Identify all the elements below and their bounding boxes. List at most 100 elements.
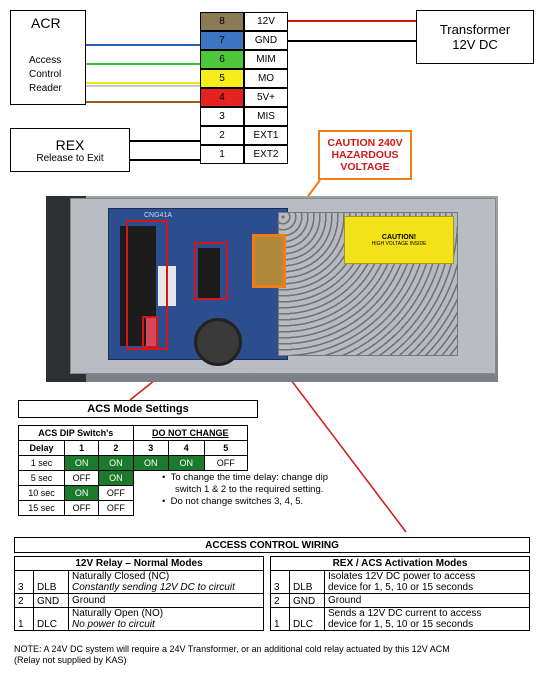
wiring-terminal-num: 3 (270, 570, 290, 594)
terminal-highlight-frame (126, 220, 168, 350)
acs-bullet2-text: Do not change switches 3, 4, 5. (170, 496, 304, 507)
terminal-label-6: MIM (244, 50, 288, 69)
wiring-desc-line1: Ground (72, 595, 106, 606)
acr-line3: Reader (29, 83, 62, 94)
dip-header-donotchange: DO NOT CHANGE (132, 425, 248, 441)
terminal-label-7: GND (244, 31, 288, 50)
wiring-terminal-code: DLC (33, 607, 69, 631)
terminal-number-5: 5 (200, 69, 244, 88)
wiring-desc-line1: Sends a 12V DC current to access (328, 608, 482, 619)
dip-cell: ON (168, 455, 205, 471)
dip-cell: ON (98, 470, 134, 486)
acs-bullets: • To change the time delay: change dip s… (162, 472, 382, 508)
wiring-description: Ground (68, 593, 264, 608)
dip-col-header: 2 (98, 440, 134, 456)
acr-line1: Access (29, 55, 62, 66)
photo-board-label: CNG41A (144, 212, 173, 219)
wiring-terminal-code: DLB (33, 570, 69, 594)
controller-photo: CNG41A CAUTION! HIGH VOLTAGE INSIDE (46, 196, 498, 382)
wiring-terminal-code: DLB (289, 570, 325, 594)
dip-highlight-frame (142, 316, 158, 348)
dip-cell: OFF (98, 500, 134, 516)
photo-caution-sticker: CAUTION! HIGH VOLTAGE INSIDE (344, 216, 454, 264)
dip-col-header: 3 (132, 440, 170, 456)
acr-title: ACR (31, 15, 61, 31)
terminal-number-3: 3 (200, 107, 244, 126)
dip-cell: 5 sec (18, 470, 65, 486)
dip-cell: OFF (203, 455, 249, 471)
acs-bullet1-cont: switch 1 & 2 to the required setting. (175, 484, 324, 495)
dip-cell: OFF (63, 470, 100, 486)
wiring-terminal-num: 2 (14, 593, 34, 608)
dip-col-header: 5 (203, 440, 249, 456)
wiring-desc-line2: No power to circuit (72, 619, 155, 630)
acs-bullet2: • Do not change switches 3, 4, 5. (162, 496, 304, 507)
photo-psu-terminal (252, 236, 284, 286)
wiring-desc-line2: Constantly sending 12V DC to circuit (72, 582, 235, 593)
terminal-label-1: EXT2 (244, 145, 288, 164)
caution-line1: CAUTION 240V (327, 137, 403, 149)
terminal-number-8: 8 (200, 12, 244, 31)
dip-cell: ON (98, 455, 134, 471)
dip-cell: 1 sec (18, 455, 65, 471)
terminal-label-3: MIS (244, 107, 288, 126)
dip-cell: OFF (98, 485, 134, 501)
transformer-line1: Transformer (439, 22, 511, 37)
wiring-terminal-code: GND (33, 593, 69, 608)
terminal-label-5: MO (244, 69, 288, 88)
terminal-label-2: EXT1 (244, 126, 288, 145)
acs-mode-title: ACS Mode Settings (18, 400, 258, 418)
wiring-terminal-code: DLC (289, 607, 325, 631)
transformer-box: Transformer 12V DC (416, 10, 534, 64)
dip-cell: ON (63, 455, 100, 471)
photo-sticker-title: CAUTION! (381, 233, 417, 241)
wiring-description: Naturally Open (NO)No power to circuit (68, 607, 264, 631)
acr-line2: Control (29, 69, 62, 80)
wiring-terminal-num: 1 (270, 607, 290, 631)
wiring-desc-line2: device for 1, 5, 10 or 15 seconds (328, 582, 474, 593)
dip-col-header: Delay (18, 440, 65, 456)
photo-relay-terminal (198, 248, 220, 298)
terminal-label-4: 5V+ (244, 88, 288, 107)
relay-highlight-frame (194, 242, 228, 300)
footnote-line1: NOTE: A 24V DC system will require a 24V… (14, 644, 450, 654)
wiring-desc-line1: Naturally Closed (NC) (72, 571, 170, 582)
acr-box: ACR Access Control Reader (10, 10, 86, 105)
wiring-desc-line1: Isolates 12V DC power to access (328, 571, 476, 582)
wiring-terminal-num: 1 (14, 607, 34, 631)
wire-mo-white (86, 85, 200, 87)
terminal-number-6: 6 (200, 50, 244, 69)
rex-box: REX Release to Exit (10, 128, 130, 172)
photo-dip-switch (146, 318, 156, 346)
dip-cell: ON (63, 485, 100, 501)
wiring-title-text: ACCESS CONTROL WIRING (205, 539, 339, 551)
wiring-terminal-num: 2 (270, 593, 290, 608)
terminal-number-1: 1 (200, 145, 244, 164)
dip-header-acs: ACS DIP Switch's (18, 425, 134, 441)
dip-col-header: 4 (168, 440, 205, 456)
wire-12v-red (288, 20, 416, 22)
wire-mim-green (86, 63, 200, 65)
rex-title: REX (55, 136, 85, 153)
dip-cell: 10 sec (18, 485, 65, 501)
relay-table-title: 12V Relay – Normal Modes (14, 556, 264, 571)
wiring-desc-line1: Ground (328, 595, 362, 606)
terminal-number-4: 4 (200, 88, 244, 107)
terminal-number-2: 2 (200, 126, 244, 145)
terminal-number-7: 7 (200, 31, 244, 50)
rex-table-title: REX / ACS Activation Modes (270, 556, 530, 571)
photo-sticker-sub: HIGH VOLTAGE INSIDE (371, 240, 427, 247)
